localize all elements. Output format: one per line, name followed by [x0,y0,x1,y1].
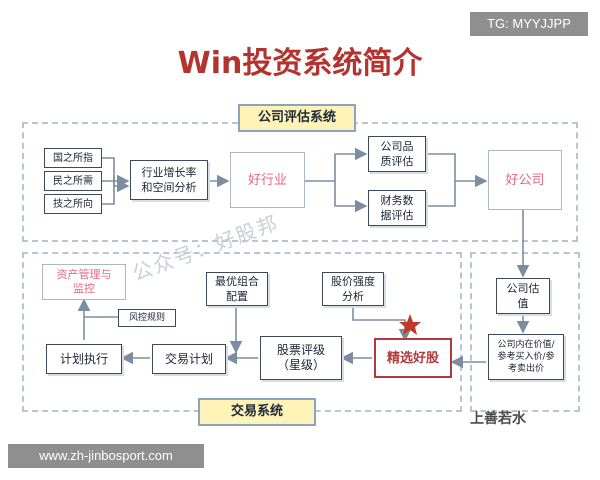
node-rating: 股票评级 （星级） [260,336,342,380]
valuation-section-frame [470,252,580,412]
node-trade-plan: 交易计划 [152,344,226,374]
node-quality: 公司品 质评估 [368,136,426,172]
corner-tag: TG: MYYJJPP [470,12,588,36]
node-portfolio: 最优组合 配置 [206,272,268,306]
star-icon [399,314,421,335]
node-risk-rule: 风控规则 [118,309,176,327]
footer-url[interactable]: www.zh-jinbosport.com [8,444,204,468]
page-title: Win投资系统简介 [177,46,423,81]
section-label-company: 公司评估系统 [238,104,356,132]
node-ji: 技之所向 [44,194,102,214]
node-strength: 股价强度 分析 [322,272,384,306]
node-good-company: 好公司 [488,150,562,210]
node-execute: 计划执行 [46,344,122,374]
brand-logo: 上善若水 [470,411,526,427]
node-min: 民之所需 [44,171,102,191]
node-asset-mgmt: 资产管理与 监控 [42,264,126,300]
section-label-trade: 交易系统 [198,398,316,426]
node-guo: 国之所指 [44,148,102,168]
node-growth: 行业增长率 和空间分析 [130,160,208,200]
node-pick: 精选好股 [374,338,452,378]
node-good-industry: 好行业 [230,152,305,208]
node-valuation: 公司估 值 [496,278,550,314]
node-finance: 财务数 据评估 [368,190,426,226]
node-intrinsic: 公司内在价值/ 参考买入价/参 考卖出价 [488,334,564,380]
